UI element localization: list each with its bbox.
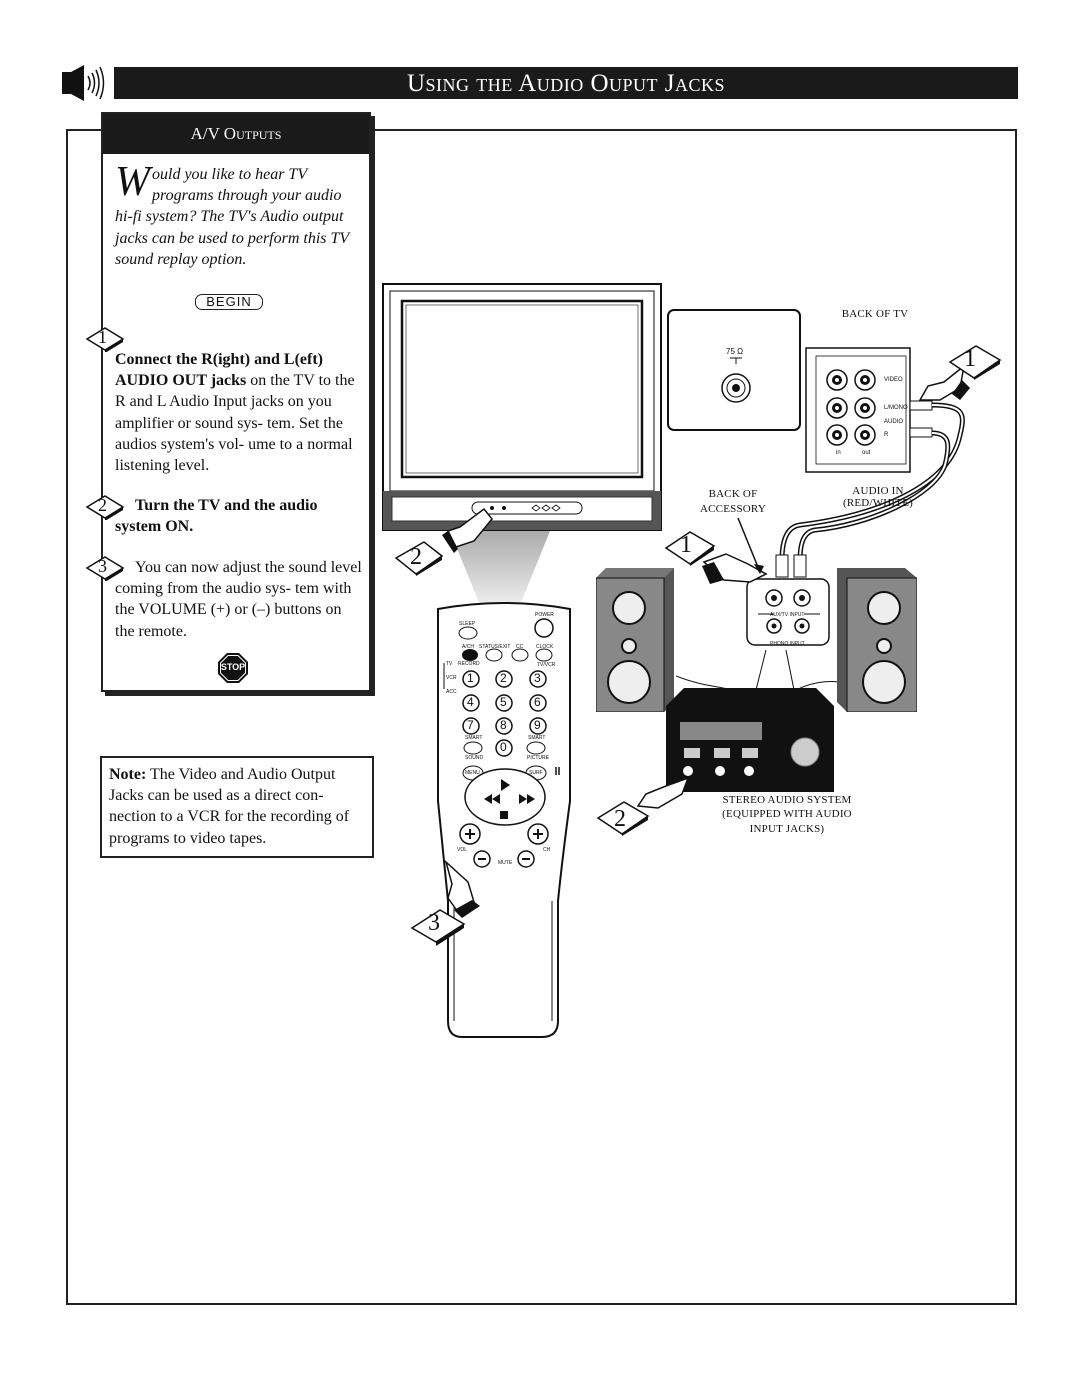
callout-1-tv-number: 1 bbox=[964, 346, 976, 372]
digit-5: 5 bbox=[500, 695, 507, 709]
audio-in-label-2: (RED/WHITE) bbox=[842, 497, 913, 509]
status-exit-label: STATUS/EXIT bbox=[479, 644, 511, 650]
stereo-amplifier bbox=[664, 688, 836, 792]
in-label: in bbox=[836, 450, 841, 456]
callout-3-remote: 3 bbox=[410, 908, 466, 946]
accessory-input-panel bbox=[746, 578, 830, 646]
audio-in-label-1: AUDIO IN bbox=[852, 485, 904, 497]
callout-3-remote-number: 3 bbox=[428, 910, 440, 936]
acc-label: ACC bbox=[446, 689, 457, 695]
callout-2-tv-number: 2 bbox=[410, 544, 422, 570]
page-title: Using the Audio Ouput Jacks bbox=[114, 67, 1018, 99]
hand-pointer-accessory bbox=[700, 548, 770, 588]
stereo-label-2: (EQUIPPED WITH AUDIO bbox=[722, 808, 852, 820]
stop-label: STOP bbox=[220, 662, 246, 672]
digit-3: 3 bbox=[534, 671, 541, 685]
audio-jack-label: AUDIO bbox=[884, 419, 904, 425]
digit-4: 4 bbox=[467, 695, 474, 709]
svg-text:75 Ω: 75 Ω bbox=[726, 347, 743, 356]
video-jack-label: VIDEO bbox=[884, 377, 903, 383]
right-speaker bbox=[837, 568, 918, 713]
digit-6: 6 bbox=[534, 695, 541, 709]
stereo-label-1: STEREO AUDIO SYSTEM bbox=[722, 794, 852, 806]
phono-input-label: PHONO INPUT bbox=[770, 641, 805, 647]
callout-2-tv: 2 bbox=[394, 540, 444, 576]
stereo-label-3: INPUT JACKS) bbox=[749, 823, 825, 835]
tv-label: TV bbox=[446, 661, 453, 667]
left-speaker bbox=[595, 568, 674, 713]
panel-heading: A/V Outputs bbox=[103, 114, 369, 154]
mute-label: MUTE bbox=[498, 860, 513, 866]
smart-left-label: SMART bbox=[465, 735, 483, 741]
tvvcr-label: TV/VCR bbox=[537, 662, 556, 668]
step-1-marker: 1 bbox=[85, 326, 125, 353]
ch-label: CH bbox=[543, 847, 551, 853]
hand-pointer-remote-vol bbox=[440, 858, 484, 918]
note-label: Note: bbox=[109, 766, 147, 783]
hand-pointer-amp bbox=[632, 772, 692, 812]
speaker-icon bbox=[60, 64, 110, 102]
callout-2-amp-number: 2 bbox=[614, 806, 626, 832]
out-label: out bbox=[862, 450, 871, 456]
tv-front bbox=[382, 283, 662, 531]
lmono-jack-label: L/MONO bbox=[884, 405, 908, 411]
digit-1: 1 bbox=[467, 671, 474, 685]
step-3-text: You can now adjust the sound level comin… bbox=[115, 559, 362, 640]
menu-label: MENU bbox=[465, 770, 480, 776]
digit-9: 9 bbox=[534, 718, 541, 732]
step-1-text: Connect the R(ight) and L(eft) AUDIO OUT… bbox=[115, 351, 355, 475]
step-3-number: 3 bbox=[98, 556, 107, 576]
cc-label: CC bbox=[516, 644, 524, 650]
step-2-marker: 2 bbox=[85, 494, 125, 521]
tv-back-panel: 75 Ω bbox=[666, 308, 912, 476]
intro-body: ould you like to hear TV programs throug… bbox=[115, 166, 349, 268]
digit-2: 2 bbox=[500, 671, 507, 685]
power-label: POWER bbox=[535, 612, 554, 618]
digit-0: 0 bbox=[500, 740, 507, 754]
sleep-label: SLEEP bbox=[459, 621, 476, 627]
step-2-text: Turn the TV and the audio system ON. bbox=[115, 497, 318, 536]
note-box: Note: The Video and Audio Output Jacks c… bbox=[100, 756, 374, 858]
step-2-number: 2 bbox=[98, 495, 107, 515]
remote-control: POWER SLEEP A/CH STATUS/EXIT CC CLOCK TV… bbox=[432, 601, 576, 1039]
smart-right-label: SMART bbox=[528, 735, 546, 741]
surf-label: SURF bbox=[529, 770, 543, 776]
stop-icon: STOP bbox=[217, 652, 249, 684]
aux-tv-input-label: AUX/TV INPUT bbox=[770, 612, 805, 618]
back-of-accessory-label-1: BACK OF bbox=[708, 488, 758, 500]
hand-pointer-tv-jack bbox=[912, 360, 972, 410]
record-label: RECORD bbox=[458, 661, 480, 667]
accessory-pointer-line bbox=[736, 516, 766, 576]
picture-label: PICTURE bbox=[527, 755, 549, 761]
r-jack-label: R bbox=[884, 432, 889, 438]
audio-cables bbox=[760, 395, 980, 580]
step-3-marker: 3 bbox=[85, 555, 125, 582]
back-of-tv-label: BACK OF TV bbox=[841, 308, 909, 320]
callout-1-accessory: 1 bbox=[664, 530, 716, 566]
sound-label: SOUND bbox=[465, 755, 484, 761]
step-1-number: 1 bbox=[98, 327, 107, 347]
note-text: The Video and Audio Output Jacks can be … bbox=[109, 766, 350, 847]
digit-8: 8 bbox=[500, 718, 507, 732]
vol-label: VOL bbox=[457, 847, 468, 853]
back-of-accessory-label-2: ACCESSORY bbox=[700, 503, 766, 515]
callout-2-amp: 2 bbox=[596, 800, 650, 836]
digit-7: 7 bbox=[467, 718, 474, 732]
vcr-label: VCR bbox=[446, 675, 457, 681]
begin-badge: BEGIN bbox=[195, 294, 263, 310]
callout-1-tv: 1 bbox=[948, 344, 1002, 380]
content-frame bbox=[66, 129, 1017, 1305]
drop-cap: W bbox=[115, 159, 150, 205]
ir-beam bbox=[440, 531, 560, 607]
callout-1-accessory-number: 1 bbox=[680, 532, 692, 558]
ach-label: A/CH bbox=[462, 644, 474, 650]
clock-label: CLOCK bbox=[536, 644, 554, 650]
hand-pointer-tv-button bbox=[440, 505, 500, 555]
